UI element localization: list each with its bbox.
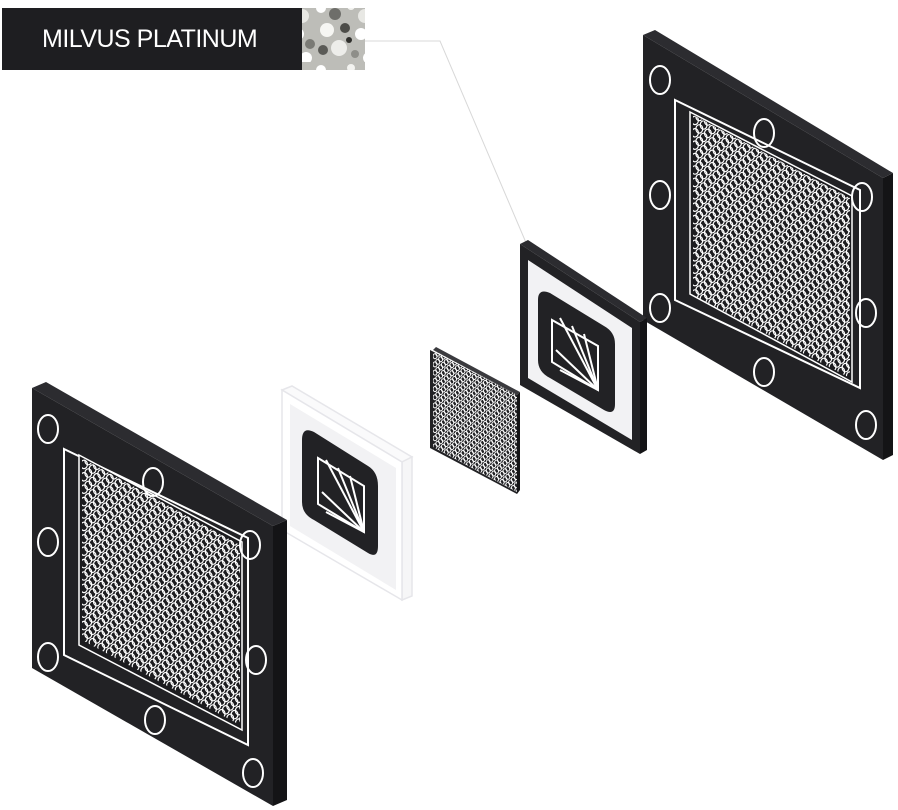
perforation-hole: [82, 583, 88, 594]
perforation-hole: [82, 533, 88, 544]
perforation-hole: [82, 484, 88, 494]
perforation-hole: [693, 202, 699, 212]
perforation-hole: [693, 140, 699, 150]
perforation-hole: [520, 428, 524, 433]
back-frame-bolt-holes: [649, 65, 877, 440]
perforation-hole: [693, 239, 699, 250]
material-swatch: [302, 8, 365, 70]
perforation-hole: [520, 396, 524, 401]
perforation-hole: [693, 214, 699, 225]
fan-motif-icon: [317, 456, 365, 534]
perforation-hole: [82, 509, 88, 519]
perforation-hole: [520, 486, 524, 491]
perforation-hole: [82, 608, 88, 618]
perforation-hole: [693, 165, 699, 175]
perforation-hole: [82, 571, 88, 581]
perforation-hole: [82, 459, 88, 470]
outer-frame-back: [643, 30, 893, 460]
perforation-hole: [520, 461, 524, 466]
perforation-hole: [520, 453, 524, 458]
perforation-hole: [82, 471, 88, 482]
perforation-hole: [433, 361, 438, 368]
perforation-hole: [693, 251, 699, 262]
legend-label-background: [2, 8, 302, 70]
perforation-hole: [82, 496, 88, 507]
perforation-hole: [433, 418, 438, 425]
inset-insert-panel: [520, 240, 647, 454]
perforation-hole: [513, 490, 517, 492]
perforation-hole: [82, 595, 88, 606]
leader-line: [365, 40, 528, 246]
perforation-hole: [433, 394, 438, 401]
perforation-hole: [845, 371, 850, 378]
perforated-mesh-plate: [430, 347, 524, 499]
perforation-hole: [520, 404, 524, 409]
perforation-hole: [693, 276, 699, 287]
perforation-hole: [520, 469, 524, 474]
perforation-hole: [82, 521, 88, 532]
perforation-hole: [693, 177, 699, 188]
perforation-hole: [693, 227, 699, 237]
perforation-hole: [693, 190, 699, 200]
translucent-insert-panel: [280, 385, 414, 602]
perforation-hole: [82, 558, 88, 569]
perforation-hole: [520, 494, 524, 499]
perforation-hole: [82, 546, 88, 556]
perforation-hole: [693, 264, 699, 274]
perforation-hole: [433, 386, 438, 392]
perforation-hole: [433, 377, 438, 384]
material-name-label: MILVUS PLATINUM: [42, 24, 258, 53]
perforation-hole: [433, 410, 438, 417]
perforation-hole: [520, 437, 524, 442]
perforation-hole: [693, 152, 699, 163]
perforation-hole: [433, 427, 438, 433]
perforation-hole: [433, 402, 438, 409]
perforation-hole: [520, 478, 524, 483]
perforation-hole: [693, 115, 699, 126]
front-frame-bolt-holes: [37, 414, 267, 788]
perforation-hole: [520, 445, 524, 450]
perforation-hole: [433, 369, 438, 376]
perforation-hole: [520, 412, 524, 417]
mesh-perforation-grid: [433, 350, 524, 499]
perforation-hole: [433, 353, 438, 360]
perforation-hole: [693, 128, 699, 138]
perforation-hole: [82, 620, 88, 631]
outer-frame-front: [32, 382, 287, 806]
perforation-hole: [520, 420, 524, 425]
perforation-hole: [433, 435, 438, 442]
fan-motif-icon: [551, 317, 599, 392]
